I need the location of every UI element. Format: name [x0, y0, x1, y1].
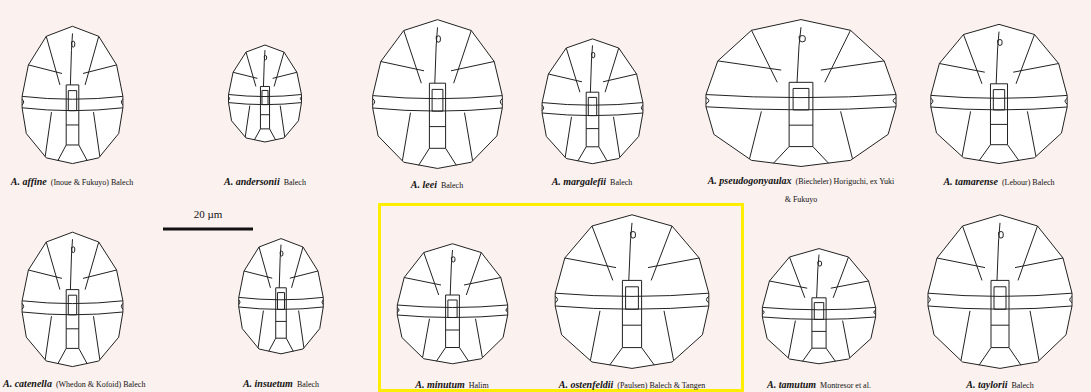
author-name: Balech [610, 178, 632, 187]
species-name: A. margalefii [552, 176, 606, 187]
author-name: Halim [469, 381, 489, 390]
species-name: A. tamutum [767, 379, 816, 390]
species-name: A. minutum [415, 379, 464, 390]
species-name: A. insuetum [243, 378, 293, 389]
species-name: A. taylorii [966, 379, 1007, 390]
species-name: A. pseudogonyaulax [708, 175, 792, 186]
species-label: A. leei Balech [411, 174, 463, 192]
species-label: A. andersonii Balech [224, 171, 306, 189]
species-label: A. pseudogonyaulax (Biecheler) Horiguchi… [706, 170, 896, 207]
species-name: A. catenella [3, 378, 52, 389]
author-name: Balech [441, 181, 463, 190]
highlight-frame [380, 205, 743, 391]
species-label: A. taylorii Balech [966, 374, 1033, 392]
species-label: A. margalefii Balech [552, 171, 633, 189]
species-label: A. insuetum Balech [243, 373, 319, 391]
author-name: (Lebour) Balech [1002, 178, 1055, 187]
scale-label: 20 µm [194, 208, 223, 220]
species-label: A. catenella (Whedon & Kofoid) Balech [3, 373, 145, 391]
author-name: Balech [297, 380, 319, 389]
species-label: A. tamutum Montresor et al. [767, 374, 871, 392]
species-name: A. ostenfeldii [559, 379, 613, 390]
author-name: (Paulsen) Balech & Tangen [617, 381, 705, 390]
species-label: A. minutum Halim [415, 374, 488, 392]
species-label: A. ostenfeldii (Paulsen) Balech & Tangen [559, 374, 705, 392]
species-name: A. leei [411, 179, 437, 190]
species-name: A. andersonii [224, 176, 280, 187]
author-name: Balech [284, 178, 306, 187]
species-name: A. tamarense [943, 176, 997, 187]
species-label: A. affine (Inoue & Fukuyo) Balech [11, 171, 133, 189]
author-name: Balech [1011, 381, 1033, 390]
author-name: Montresor et al. [820, 381, 871, 390]
author-name: (Biecheler) Horiguchi, ex Yuki & Fukuyo [785, 177, 895, 204]
species-label: A. tamarense (Lebour) Balech [943, 171, 1054, 189]
species-name: A. affine [11, 176, 47, 187]
scale-bar [163, 228, 253, 231]
author-name: (Whedon & Kofoid) Balech [56, 380, 146, 389]
author-name: (Inoue & Fukuyo) Balech [51, 178, 133, 187]
